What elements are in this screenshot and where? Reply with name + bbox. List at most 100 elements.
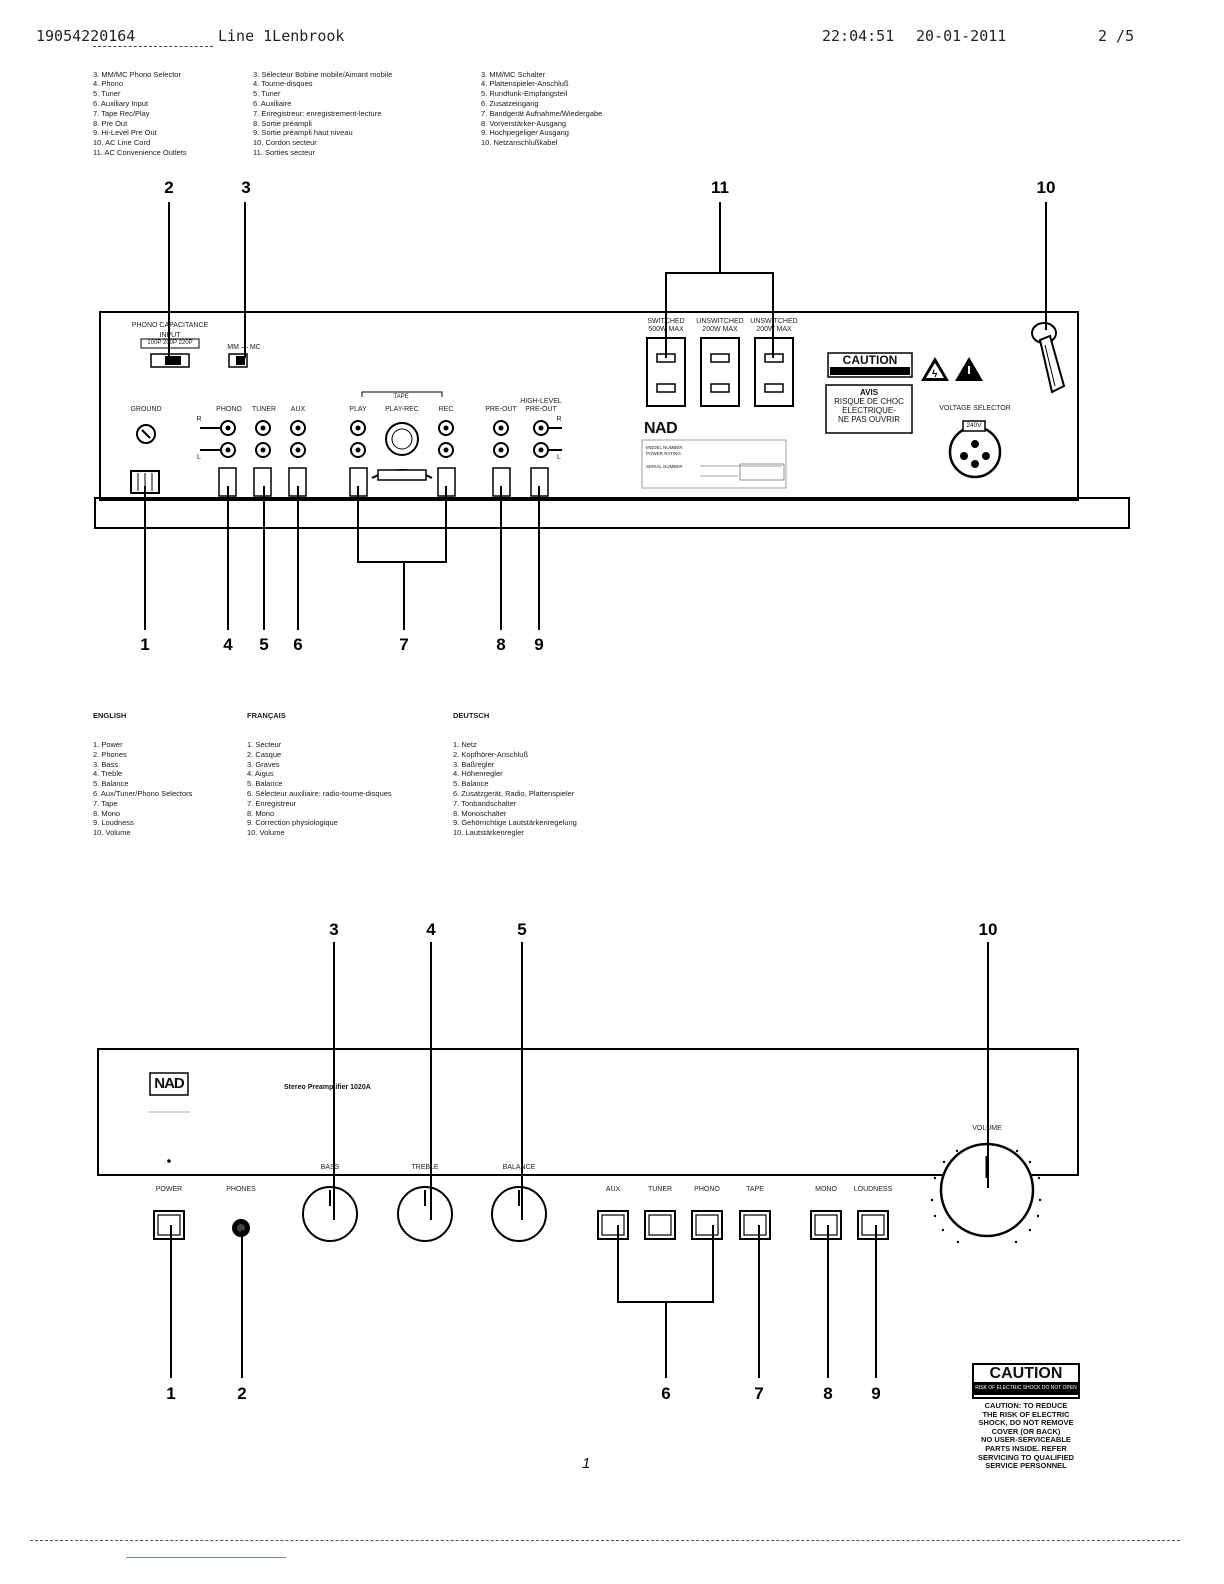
caution-subtitle: RISK OF ELECTRIC SHOCK DO NOT OPEN	[974, 1382, 1078, 1395]
high-level-pre-out-label: PRE-OUT	[525, 406, 557, 413]
ac-line-cord	[1038, 334, 1066, 394]
caution-title: CAUTION	[989, 1365, 1063, 1382]
cut-line	[93, 46, 213, 49]
scan-mark	[126, 1557, 286, 1558]
tape-group-label: TAPE	[393, 394, 409, 400]
fax-line: Line 1Lenbrook	[218, 27, 345, 45]
unswitched-label: UNSWITCHED	[696, 318, 744, 325]
bass-knob	[302, 1186, 358, 1242]
phono-capacitance-label: PHONO CAPACITANCE	[131, 322, 209, 329]
mm-mc-switch	[228, 353, 248, 368]
channel-l-label: L	[197, 454, 201, 461]
pre-out-label: PRE-OUT	[485, 406, 517, 413]
power-led	[167, 1159, 171, 1163]
mono-label: MONO	[815, 1186, 837, 1193]
switched-label: SWITCHED	[647, 318, 685, 325]
tape-label: TAPE	[746, 1186, 764, 1193]
ground-label: GROUND	[130, 406, 162, 413]
rca-jacks	[220, 420, 549, 458]
callout-1: 1	[166, 1384, 176, 1403]
volume-scale-dots	[930, 1149, 1042, 1244]
callout-2: 2	[237, 1384, 247, 1403]
ac-outlets	[646, 337, 794, 407]
aux-label: AUX	[605, 1186, 621, 1193]
phono-label: PHONO	[694, 1186, 720, 1193]
unswitched-max-label: 200W MAX	[756, 326, 792, 333]
callout-6: 6	[661, 1384, 671, 1403]
callout-2: 2	[164, 178, 174, 197]
channel-l-label: L	[557, 454, 561, 461]
treble-knob	[397, 1186, 453, 1242]
aux-input-label: AUX	[290, 406, 306, 413]
fax-page: 2 /5	[1098, 27, 1135, 45]
callout-5: 5	[259, 635, 269, 654]
mm-mc-slider	[236, 356, 245, 365]
loudness-label: LOUDNESS	[853, 1186, 893, 1193]
avis-text: AVIS RISQUE DE CHOC ELECTRIQUE- NE PAS O…	[834, 388, 904, 424]
front-brand-logo: NAD	[154, 1075, 185, 1092]
phono-input-label: PHONO	[216, 406, 242, 413]
power-label: POWER	[155, 1186, 183, 1193]
model-number-label: MODEL NUMBER	[646, 445, 683, 450]
tape-rec-label: REC	[438, 406, 454, 413]
tuner-label: TUNER	[647, 1186, 673, 1193]
volume-label: VOLUME	[972, 1125, 1002, 1132]
balance-knob	[491, 1186, 547, 1242]
model-name: Stereo Preamplifier 1020A	[284, 1084, 371, 1091]
callout-3: 3	[241, 178, 251, 197]
channel-r-label: R	[556, 416, 562, 423]
front-panel-face	[97, 1048, 1079, 1176]
callout-6: 6	[293, 635, 303, 654]
din-socket	[385, 422, 419, 456]
phones-label: PHONES	[226, 1186, 256, 1193]
rear-panel-face	[99, 311, 1079, 501]
rear-panel-diagram: ϟ	[94, 202, 1130, 630]
rear-brand-logo: NAD	[644, 420, 678, 437]
callout-9: 9	[871, 1384, 881, 1403]
power-rating-label: POWER RATING	[646, 451, 681, 456]
front-panel-diagram	[97, 942, 1079, 1378]
capacitance-slider	[165, 356, 181, 365]
tape-play-rec-label: PLAY-REC	[385, 406, 419, 413]
treble-label: TREBLE	[411, 1164, 439, 1171]
switched-max-label: 500W MAX	[648, 326, 684, 333]
callout-11: 11	[711, 178, 729, 197]
tuner-input-label: TUNER	[251, 406, 277, 413]
callout-10: 10	[1036, 178, 1056, 197]
svg-text:ϟ: ϟ	[932, 369, 938, 380]
rear-legend-francais: 3. Sélecteur Bobine mobile/Aimant mobile…	[253, 69, 393, 157]
callout-5: 5	[517, 920, 527, 939]
caution-label-box: CAUTION RISK OF ELECTRIC SHOCK DO NOT OP…	[972, 1363, 1080, 1399]
callout-7: 7	[399, 635, 409, 654]
voltage-selector-knob	[948, 425, 1002, 479]
balance-label: BALANCE	[502, 1164, 536, 1171]
fax-number: 19054220164	[36, 27, 136, 45]
callout-7: 7	[754, 1384, 764, 1403]
fax-date: 20-01-2011	[916, 27, 1007, 45]
callout-4: 4	[426, 920, 436, 939]
unswitched-label: UNSWITCHED	[750, 318, 798, 325]
unswitched-max-label: 200W MAX	[702, 326, 738, 333]
avis-label	[825, 384, 913, 434]
high-level-label: HIGH-LEVEL	[520, 398, 562, 405]
power-button-body	[153, 1210, 185, 1240]
callout-1: 1	[140, 635, 150, 654]
fax-bottom-line	[30, 1540, 1180, 1541]
rear-caution-text: CAUTION	[842, 353, 898, 367]
callout-10: 10	[978, 920, 998, 939]
tape-play-label: PLAY	[349, 406, 367, 413]
callout-8: 8	[823, 1384, 833, 1403]
page-number: 1	[582, 1455, 591, 1472]
selector-buttons	[597, 1210, 889, 1240]
callout-3: 3	[329, 920, 339, 939]
callout-4: 4	[223, 635, 233, 654]
rear-nameplate	[641, 439, 787, 489]
channel-r-label: R	[196, 416, 202, 423]
mm-mc-label: MM — MC	[227, 344, 261, 351]
voltage-selector-label: VOLTAGE SELECTOR	[939, 405, 1011, 412]
bass-label: BASS	[320, 1164, 340, 1171]
